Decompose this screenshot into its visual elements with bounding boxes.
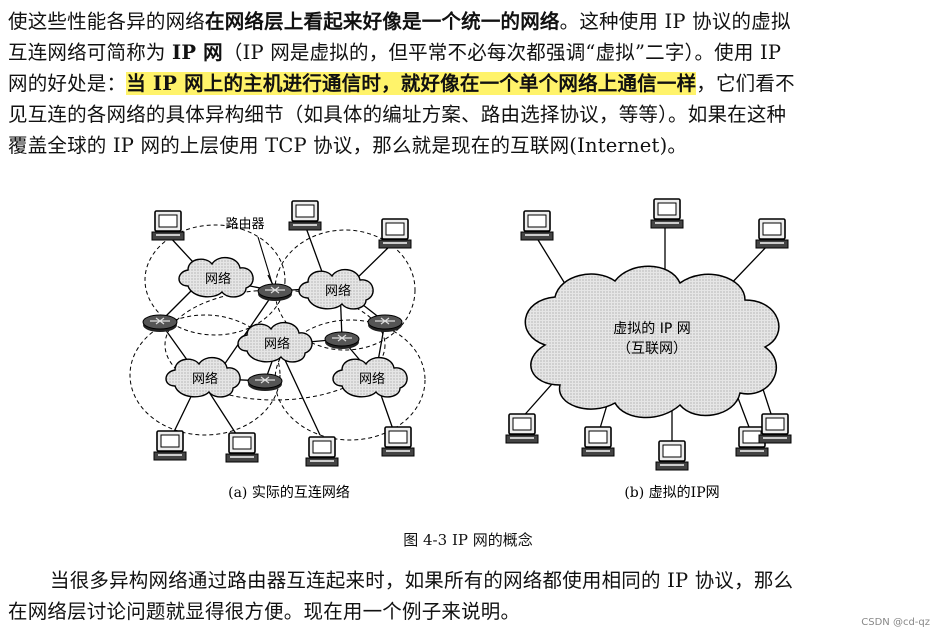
router-icon [367,314,403,333]
network-label-4: 网络 [192,371,218,387]
network-label-1: 网络 [205,271,231,287]
para-line-2: 互连网络可简称为 IP 网（IP 网是虚拟的，但平常不必每次都强调“虚拟”二字）… [8,41,782,64]
bold-phrase: 在网络层上看起来好像是一个统一的网络 [205,10,560,33]
computer-icon [381,426,415,457]
caption-left: (a) 实际的互连网络 [228,485,350,501]
cloud-subtitle: （互联网） [617,341,687,357]
top-paragraph: 使这些性能各异的网络在网络层上看起来好像是一个统一的网络。这种使用 IP 协议的… [8,6,928,161]
bottom-line-1: 当很多异构网络通过路由器互连起来时，如果所有的网络都使用相同的 IP 协议，那么 [50,569,794,592]
computer-icon [655,440,689,471]
network-label-5: 网络 [359,371,385,387]
computer-icon [151,210,185,241]
computer-icon [225,432,259,463]
network-label-3: 网络 [264,336,290,352]
computer-icon [153,430,187,461]
para-line-4: 见互连的各网络的具体异构细节（如具体的编址方案、路由选择协议，等等）。如果在这种 [8,103,787,126]
ip-net-term: IP 网 [172,41,223,64]
computer-icon [650,198,684,229]
computer-icon [755,218,789,249]
computer-icon [288,200,322,231]
bottom-paragraph: 当很多异构网络通过路由器互连起来时，如果所有的网络都使用相同的 IP 协议，那么… [8,565,928,627]
para-line-1: 使这些性能各异的网络在网络层上看起来好像是一个统一的网络。这种使用 IP 协议的… [8,10,791,33]
ip-network-figure: 路由器 网络 网络 网络 网络 网络 (a) 实际的互连网络 [129,198,792,501]
highlighted-text: 当 IP 网上的主机进行通信时，就好像在一个单个网络上通信一样 [126,72,697,95]
actual-network-diagram: 路由器 网络 网络 网络 网络 网络 (a) 实际的互连网络 [129,200,426,501]
cloud-title: 虚拟的 IP 网 [613,321,690,337]
computer-icon [378,218,412,249]
network-label-2: 网络 [325,283,351,299]
para-line-5: 覆盖全球的 IP 网的上层使用 TCP 协议，那么就是现在的互联网(Intern… [8,134,688,157]
router-icon [142,314,178,333]
computer-icon [581,426,615,457]
figure-title: 图 4-3 IP 网的概念 [403,531,533,549]
computer-icon [520,210,554,241]
router-icon [257,283,293,302]
router-icon [324,331,360,350]
router-icon [247,373,283,392]
router-label: 路由器 [225,216,264,232]
computer-icon [305,436,339,467]
computer-icon [505,413,539,444]
virtual-network-diagram: 虚拟的 IP 网 （互联网） (b) 虚拟的IP网 [505,198,792,501]
para-line-3: 网的好处是：当 IP 网上的主机进行通信时，就好像在一个单个网络上通信一样，它们… [8,72,795,95]
computer-icon [758,413,792,444]
bottom-line-2: 在网络层讨论问题就显得很方便。现在用一个例子来说明。 [8,600,521,623]
watermark: CSDN @cd-qz [861,617,930,628]
caption-right: (b) 虚拟的IP网 [624,485,719,501]
